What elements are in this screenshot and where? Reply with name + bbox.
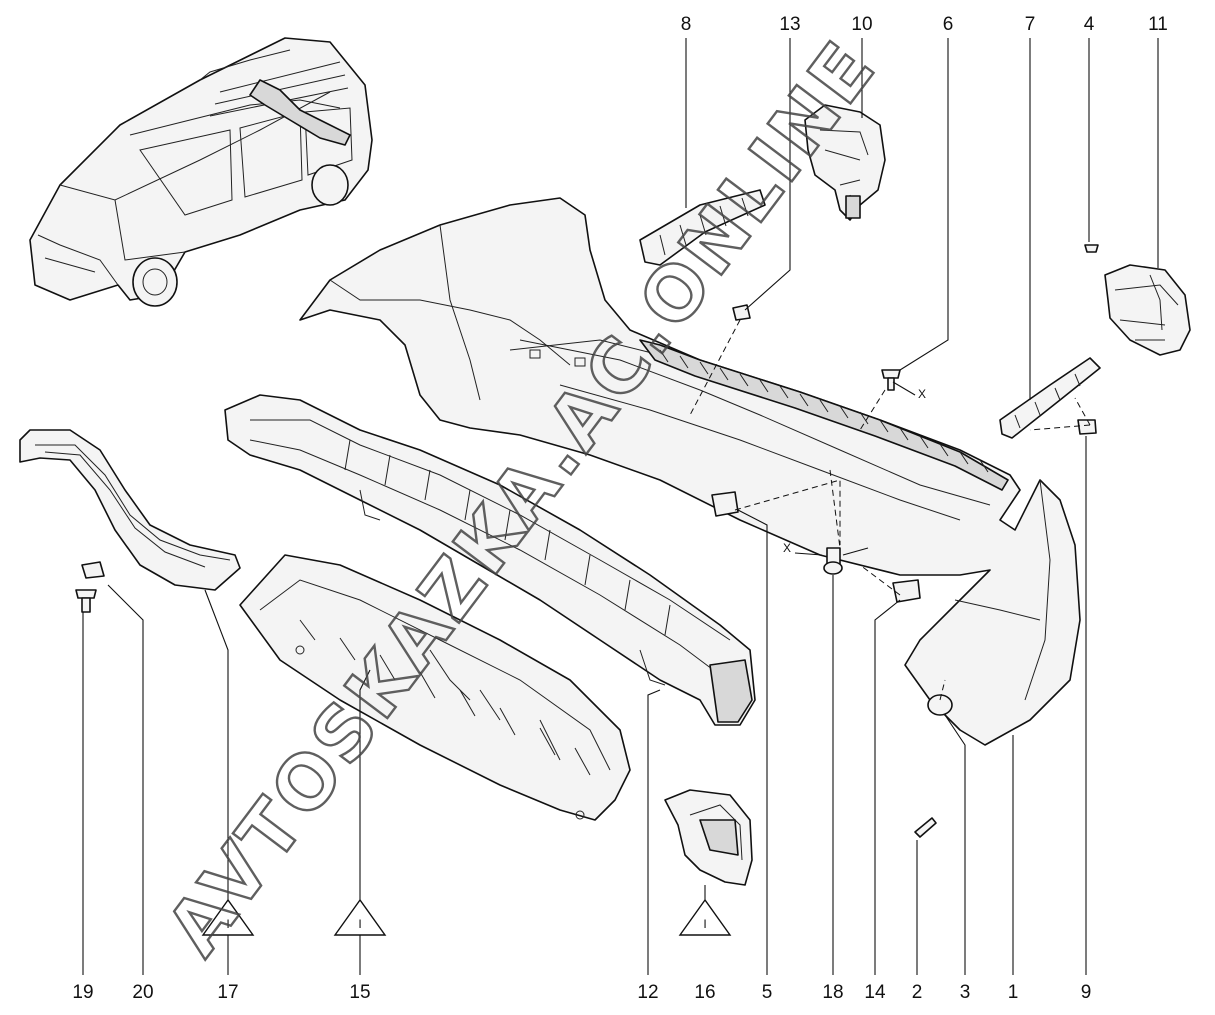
side-deflector bbox=[19, 429, 241, 591]
triangle-label-15: I bbox=[358, 917, 361, 931]
x-axis-markers: X X bbox=[783, 381, 926, 556]
callout-3: 3 bbox=[960, 982, 971, 1003]
callout-14: 14 bbox=[864, 982, 886, 1003]
bracket-10 bbox=[804, 104, 886, 221]
callout-1: 1 bbox=[1008, 982, 1019, 1003]
bracket-7 bbox=[999, 357, 1101, 439]
callout-16: 16 bbox=[694, 982, 715, 1003]
callout-17: 17 bbox=[217, 982, 238, 1003]
callout-11: 11 bbox=[1148, 14, 1168, 35]
callout-13: 13 bbox=[779, 14, 800, 35]
callout-19: 19 bbox=[72, 982, 93, 1003]
callout-5: 5 bbox=[762, 982, 773, 1003]
x-marker-lower: X bbox=[783, 541, 791, 555]
callout-2: 2 bbox=[912, 982, 923, 1003]
fasteners bbox=[75, 244, 1099, 838]
callout-numbers: 8 13 10 6 7 4 11 19 20 17 15 12 16 5 18 … bbox=[72, 14, 1167, 1003]
bumper-reinforcement bbox=[224, 394, 756, 726]
triangle-marker-16 bbox=[678, 898, 732, 936]
callout-10: 10 bbox=[851, 14, 872, 35]
assembly-lines bbox=[689, 319, 1091, 701]
triangle-marker-17 bbox=[201, 898, 255, 936]
bracket-11 bbox=[1104, 264, 1191, 356]
callout-15: 15 bbox=[349, 982, 370, 1003]
vehicle-overview bbox=[29, 37, 373, 307]
callout-9: 9 bbox=[1081, 982, 1092, 1003]
rear-bumper-cover bbox=[299, 197, 1081, 746]
lower-diffuser bbox=[239, 554, 631, 821]
corner-trim bbox=[664, 789, 753, 886]
callout-18: 18 bbox=[822, 982, 843, 1003]
callout-12: 12 bbox=[637, 982, 658, 1003]
callout-6: 6 bbox=[943, 14, 954, 35]
callout-20: 20 bbox=[132, 982, 153, 1003]
bracket-8 bbox=[639, 189, 766, 266]
x-marker-upper: X bbox=[918, 387, 926, 401]
callout-7: 7 bbox=[1025, 14, 1036, 35]
triangle-marker-15 bbox=[333, 898, 387, 936]
triangle-symbols: I I I bbox=[201, 898, 732, 936]
callout-4: 4 bbox=[1084, 14, 1095, 35]
callout-8: 8 bbox=[681, 14, 692, 35]
triangle-label-17: I bbox=[226, 917, 229, 931]
triangle-label-16: I bbox=[703, 917, 706, 931]
